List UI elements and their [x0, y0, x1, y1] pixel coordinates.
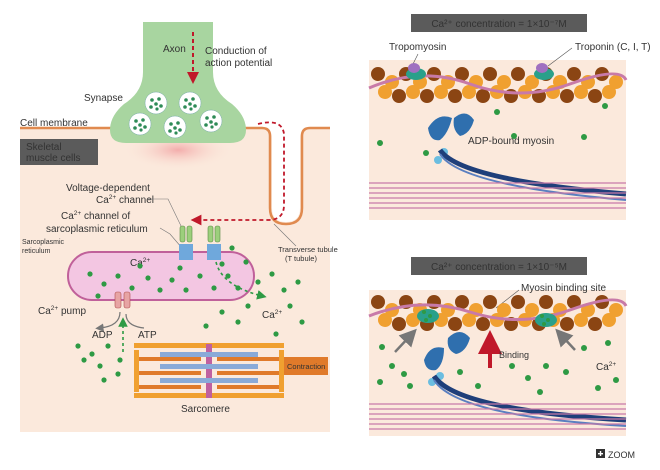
- cell-membrane-line: [20, 126, 330, 226]
- ca-pump: [114, 291, 131, 309]
- voltage-channel-label-1: Voltage-dependent: [66, 183, 150, 194]
- myosin-head-top: [428, 113, 627, 201]
- atp-arrow: [125, 313, 145, 329]
- t-tubule-leader: [273, 223, 297, 247]
- grey-arrow-right: [555, 328, 576, 351]
- conduction-label-2: action potential: [205, 58, 272, 69]
- sr-channel-leader: [159, 227, 183, 249]
- bottom-concentration-text: Ca²⁺ concentration = 1×10⁻⁵M: [431, 262, 567, 273]
- axon-label: Axon: [163, 44, 186, 55]
- troponin-complex-bottom: [417, 309, 557, 327]
- sarcoplasmic-label-1: Sarcoplasmic: [22, 239, 65, 246]
- bottom-concentration-banner: [411, 257, 587, 275]
- sr-channel-label-2: sarcoplasmic reticulum: [46, 224, 148, 235]
- actin-filament-top: [368, 67, 628, 103]
- vesicle: [163, 115, 187, 139]
- sarcoplasmic-label-2: reticulum: [22, 248, 51, 255]
- ca-ions-top: [377, 103, 608, 156]
- troponin-leader: [547, 47, 573, 67]
- sarcomere: [134, 343, 284, 398]
- skeletal-muscle-label-box: [20, 139, 98, 165]
- voltage-channel-label-2: Ca2+ channel: [96, 194, 154, 206]
- voltage-ca-channel: [179, 225, 193, 260]
- vesicle: [144, 91, 168, 115]
- ca-ions-bottom: [377, 340, 619, 395]
- binding-label: Binding: [499, 350, 529, 360]
- sarcomere-label: Sarcomere: [181, 404, 230, 415]
- adp-label: ADP: [92, 330, 113, 341]
- vesicle: [128, 112, 152, 136]
- thick-filament-top: [369, 182, 626, 209]
- t-tubule-label-1: Transverse tubule: [278, 245, 338, 254]
- troponin-complex-top: [406, 63, 554, 80]
- cell-membrane-label: Cell membrane: [20, 118, 88, 129]
- ca-ions-left: [75, 245, 305, 383]
- ca-inside-label: Ca2+: [130, 257, 150, 269]
- voltage-channel-leader: [148, 198, 183, 229]
- contraction-label: Contraction: [287, 362, 325, 371]
- membrane-conduction-arrow: [190, 121, 285, 226]
- tropomyosin-label: Tropomyosin: [389, 42, 446, 53]
- contraction-badge: [284, 357, 328, 375]
- right-top-panel: Ca²⁺ concentration = 1×10⁻⁷M Tropomyosin…: [368, 14, 651, 220]
- right-bottom-panel: Ca²⁺ concentration = 1×10⁻⁵M Myosin bind…: [368, 257, 628, 436]
- adp-arrow: [95, 311, 121, 332]
- synaptic-vesicles: [128, 91, 223, 139]
- zoom-label[interactable]: ZOOM: [608, 450, 635, 460]
- t-tubule-label-2: (T tubule): [285, 254, 317, 263]
- ca-bottom-label: Ca2+: [596, 361, 616, 373]
- vesicle: [178, 91, 202, 115]
- thick-filament-bottom: [369, 403, 626, 430]
- ca-pump-label: Ca2+ pump: [38, 305, 86, 317]
- zoom-button[interactable]: ZOOM: [596, 449, 635, 460]
- sr-channel-label-1: Ca2+ channel of: [61, 210, 130, 222]
- vesicle: [199, 109, 223, 133]
- actin-filament-bottom: [368, 295, 628, 331]
- conduction-label-1: Conduction of: [205, 46, 267, 57]
- troponin-label: Troponin (C, I, T): [575, 42, 651, 53]
- atp-label: ATP: [138, 330, 157, 341]
- top-concentration-banner: [411, 14, 587, 32]
- ca-outside-label: Ca2+: [262, 309, 282, 321]
- sarcoplasmic-reticulum: [67, 251, 255, 301]
- sr-ca-channel: [207, 225, 221, 260]
- left-panel: Axon Conduction of action potential Syna…: [20, 22, 338, 432]
- adp-bound-myosin-label: ADP-bound myosin: [468, 136, 554, 147]
- skeletal-label-2: muscle cells: [26, 153, 80, 164]
- top-concentration-text: Ca²⁺ concentration = 1×10⁻⁷M: [431, 19, 566, 30]
- skeletal-label-1: Skeletal: [26, 142, 62, 153]
- ca-release-arrow: [215, 261, 267, 300]
- grey-arrow-left: [394, 328, 417, 353]
- synapse-label: Synapse: [84, 93, 123, 104]
- binding-site-label: Myosin binding site: [521, 283, 606, 294]
